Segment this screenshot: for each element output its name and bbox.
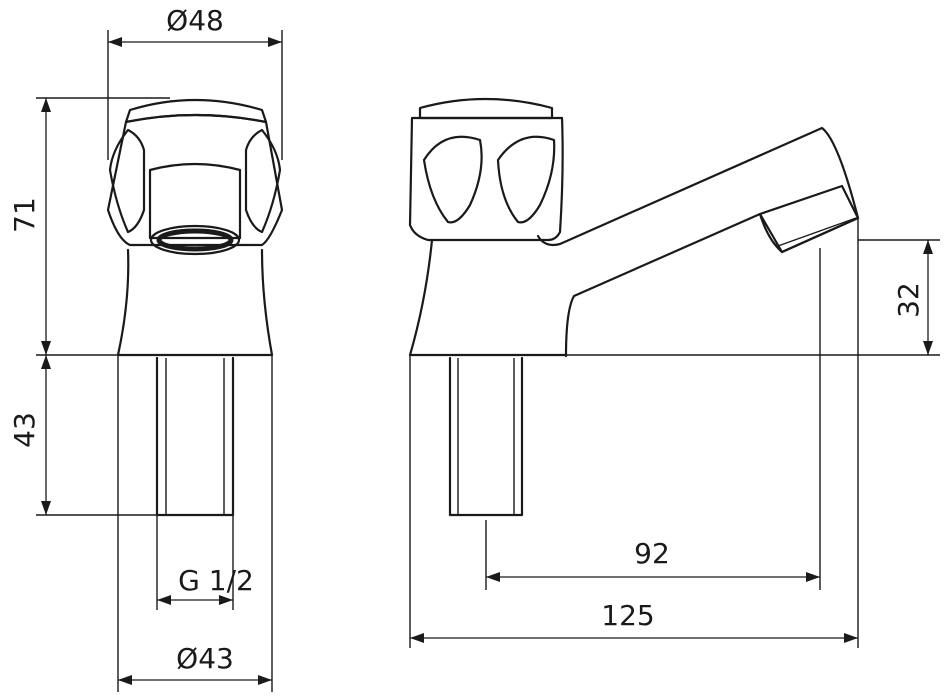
dim-outlet-height: 32: [892, 240, 933, 355]
label-base-diameter: Ø43: [176, 642, 234, 675]
front-extension-lines: [36, 30, 283, 692]
side-spout: [536, 126, 860, 358]
side-shank: [448, 356, 524, 517]
side-spout-outlet: [758, 184, 860, 254]
label-thread: G 1/2: [178, 564, 254, 597]
dim-thread: G 1/2: [157, 564, 254, 605]
side-lever-right: [496, 135, 556, 224]
side-head: [408, 116, 564, 242]
front-left-lever: [108, 128, 146, 234]
side-body: [408, 238, 568, 357]
front-shank: [155, 356, 235, 517]
front-spout-outlet-inner: [156, 228, 234, 252]
front-body: [116, 248, 274, 357]
dim-total-height: 71: [8, 98, 51, 355]
dim-overall-length: 125: [410, 599, 858, 643]
label-spout-reach: 92: [634, 537, 670, 570]
side-cap-top: [418, 97, 554, 120]
label-outlet-height: 32: [892, 282, 925, 318]
dim-top-diameter: Ø48: [108, 4, 282, 47]
dim-spout-reach: 92: [486, 537, 820, 582]
side-view: [408, 97, 860, 517]
side-lever-left: [422, 135, 483, 224]
label-shank-length: 43: [8, 412, 41, 448]
front-view: [106, 98, 284, 517]
side-extension-lines: [409, 218, 940, 648]
dim-base-diameter: Ø43: [118, 642, 272, 685]
label-total-height: 71: [8, 197, 41, 233]
front-head: [106, 113, 284, 247]
front-spout-outlet: [149, 224, 241, 256]
label-overall-length: 125: [601, 599, 654, 632]
front-spout-cylinder: [148, 162, 242, 240]
front-right-lever: [244, 128, 282, 234]
label-top-diameter: Ø48: [166, 4, 224, 37]
dim-shank-length: 43: [8, 355, 51, 515]
